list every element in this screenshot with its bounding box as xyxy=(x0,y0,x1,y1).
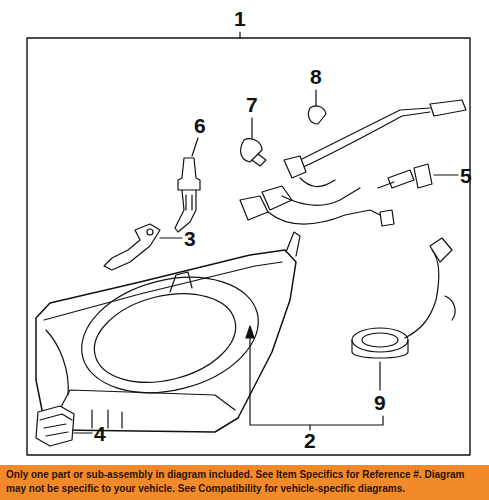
leader-line xyxy=(315,90,316,106)
headlight-bulb xyxy=(175,158,200,232)
wedge-bulb xyxy=(241,139,266,166)
leader-line xyxy=(192,138,198,156)
leader-line xyxy=(434,174,458,175)
ballast-igniter xyxy=(352,238,455,358)
callout-number: 1 xyxy=(234,8,246,29)
notice-band: Only one part or sub-assembly in diagram… xyxy=(0,465,489,500)
callout-number: 6 xyxy=(194,115,206,136)
hid-bulb xyxy=(378,164,432,188)
callout-number: 7 xyxy=(246,94,258,115)
leader-line xyxy=(74,432,92,433)
small-bulb xyxy=(308,106,326,124)
leader-line xyxy=(379,362,380,390)
callout-number: 3 xyxy=(184,228,196,249)
leader-line xyxy=(160,237,182,238)
headlamp-housing xyxy=(36,232,300,432)
wiring-harness xyxy=(240,100,466,226)
bracket-part xyxy=(104,224,160,270)
callout-number: 4 xyxy=(94,423,106,444)
frame-bracket xyxy=(27,38,470,455)
callout-number: 8 xyxy=(310,66,322,87)
notice-text: Only one part or sub-assembly in diagram… xyxy=(6,468,483,496)
callout-number: 5 xyxy=(460,165,472,186)
leader-line xyxy=(251,118,252,138)
callout-number: 9 xyxy=(374,392,386,413)
callout-number: 2 xyxy=(304,430,316,451)
leader-line xyxy=(239,32,240,38)
clip-part xyxy=(36,406,74,446)
